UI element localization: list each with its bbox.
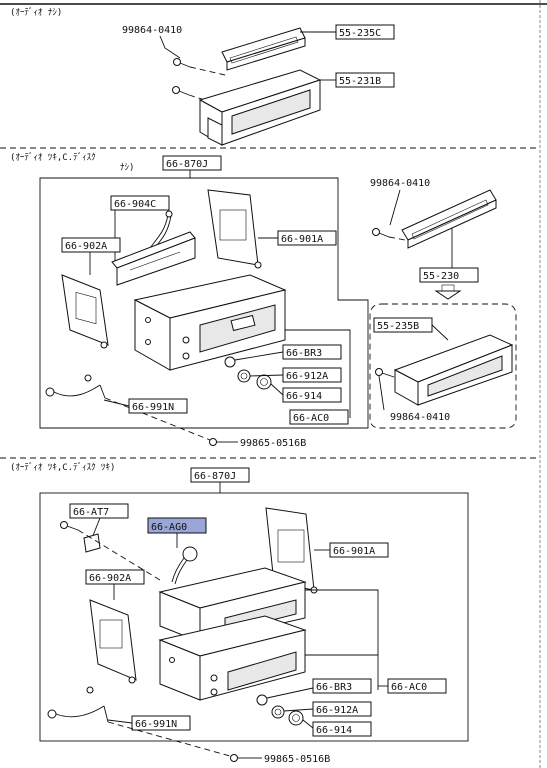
s3-at7-label: 66-AT7: [73, 507, 109, 518]
s1-b-box: [335, 72, 395, 88]
s2-asm-box: [162, 155, 222, 171]
s2-right-bracket: [207, 189, 262, 269]
section2-header-line1: (ｵｰﾃﾞｨｵ ﾂｷ,C.ﾃﾞｨｽｸ: [10, 152, 96, 163]
s2-902a-label: 66-902A: [65, 241, 107, 252]
s3-enclosure: [39, 492, 469, 742]
s3-at7-screw-icon: [60, 521, 79, 531]
s3-bolt-dash: [107, 721, 231, 757]
s2-904c-label: 66-904C: [114, 199, 156, 210]
s2-screw-top-icon: [372, 228, 390, 238]
s2-235b-leader: [431, 324, 449, 341]
s2-ground-strap: [45, 374, 106, 399]
s2-235b-label: 55-235B: [377, 321, 419, 332]
s2-230-box: [419, 267, 479, 283]
s3-knob-br3: [256, 694, 268, 706]
s3-902a-box: [85, 569, 145, 585]
s1-a-box: [335, 24, 395, 40]
s2-knob-br3: [224, 356, 236, 368]
s2-br3-leader: [234, 351, 284, 361]
s2-option-bubble: [369, 303, 517, 429]
s2-down-arrow-icon: [434, 284, 462, 300]
s2-left-bracket: [61, 274, 109, 349]
s1-screw-leader: [159, 35, 181, 59]
s3-ag0-connector: [171, 546, 198, 585]
s3-914-leader: [302, 719, 314, 729]
section3-header: (ｵｰﾃﾞｨｵ ﾂｷ,C.ﾃﾞｨｽｸ ﾂｷ): [10, 462, 115, 473]
s3-ac0-box: [387, 678, 447, 694]
s2-asm-label: 66-870J: [166, 159, 208, 170]
s2-904c-box: [110, 195, 170, 211]
s3-left-bracket: [89, 599, 137, 684]
s3-ground-strap: [47, 686, 109, 723]
s3-ac0-bracket-upper: [305, 589, 379, 655]
s2-914-label: 66-914: [286, 391, 322, 402]
s2-pocket-235b: [393, 334, 514, 406]
s2-top-bracket: [111, 231, 196, 286]
s3-991n-leader: [107, 719, 133, 724]
s3-ac0-label: 66-AC0: [391, 682, 427, 693]
s2-enclosure: [39, 177, 369, 429]
s2-901a-label: 66-901A: [281, 234, 323, 245]
s3-901a-label: 66-901A: [333, 546, 375, 557]
s2-screw-bot-label: 99864-0410: [390, 412, 450, 423]
s2-ac0-box: [289, 409, 349, 425]
s1-screw-icon: [173, 58, 191, 68]
s3-914-label: 66-914: [316, 725, 352, 736]
s3-bolt-icon: [230, 754, 248, 762]
s2-ac0-label: 66-AC0: [293, 413, 329, 424]
s2-991n-label: 66-991N: [132, 402, 174, 413]
s3-991n-label: 66-991N: [135, 719, 177, 730]
s2-bolt-icon: [209, 438, 226, 446]
s3-bolt-label: 99865-0516B: [264, 754, 330, 765]
s1-pocket: [198, 69, 322, 146]
s3-at7-clip: [83, 533, 101, 553]
s2-902a-box: [61, 237, 121, 253]
s2-screw-top-dash: [388, 236, 406, 241]
s3-knob-914: [288, 710, 304, 726]
s3-br3-leader: [266, 687, 314, 699]
s3-at7-box: [69, 503, 129, 519]
s2-knob-912a: [237, 369, 251, 383]
s2-912a-leader: [249, 374, 284, 377]
s1-screw-label: 99864-0410: [122, 25, 182, 36]
s1-a-label: 55-235C: [339, 28, 381, 39]
s2-bolt-dash: [104, 397, 211, 441]
s3-912a-label: 66-912A: [316, 705, 358, 716]
s2-cover-230: [401, 189, 497, 249]
s2-914-leader: [270, 383, 284, 396]
section2-header-line2: ﾅｼ): [120, 162, 134, 173]
s3-radio-unit: [158, 615, 307, 701]
s2-901a-box: [277, 230, 337, 246]
s3-knob-912a: [271, 705, 285, 719]
s3-br3-box: [312, 678, 372, 694]
s3-asm-label: 66-870J: [194, 471, 236, 482]
s2-br3-label: 66-BR3: [286, 348, 322, 359]
s2-230-label: 55-230: [423, 271, 459, 282]
s2-991n-leader: [103, 399, 130, 407]
s2-screw-top-leader: [389, 189, 401, 226]
s2-912a-label: 66-912A: [286, 371, 328, 382]
s2-ac0-bracket-line: [285, 329, 351, 418]
s2-radio-unit: [133, 274, 287, 371]
s1-b-label: 55-231B: [339, 76, 381, 87]
s1-dash-1: [189, 66, 226, 76]
s3-914-box: [312, 721, 372, 737]
s3-at7-dash: [77, 529, 161, 581]
s3-at7-leader: [91, 517, 101, 539]
s3-br3-label: 66-BR3: [316, 682, 352, 693]
s2-screw-bot-leader: [378, 375, 385, 411]
section1-header: (ｵｰﾃﾞｨｵ ﾅｼ): [10, 7, 62, 18]
s1-screw-icon-2: [172, 86, 190, 96]
s2-knob-914: [256, 374, 272, 390]
s1-cover-plate: [221, 27, 306, 71]
s2-bolt-label: 99865-0516B: [240, 438, 306, 449]
s3-ag0-label: 66-AG0: [151, 522, 187, 533]
s2-screw-top-label: 99864-0410: [370, 178, 430, 189]
s3-902a-label: 66-902A: [89, 573, 131, 584]
s2-screw-bot-icon: [375, 368, 395, 378]
s3-901a-box: [329, 542, 389, 558]
s3-912a-leader: [283, 708, 314, 712]
